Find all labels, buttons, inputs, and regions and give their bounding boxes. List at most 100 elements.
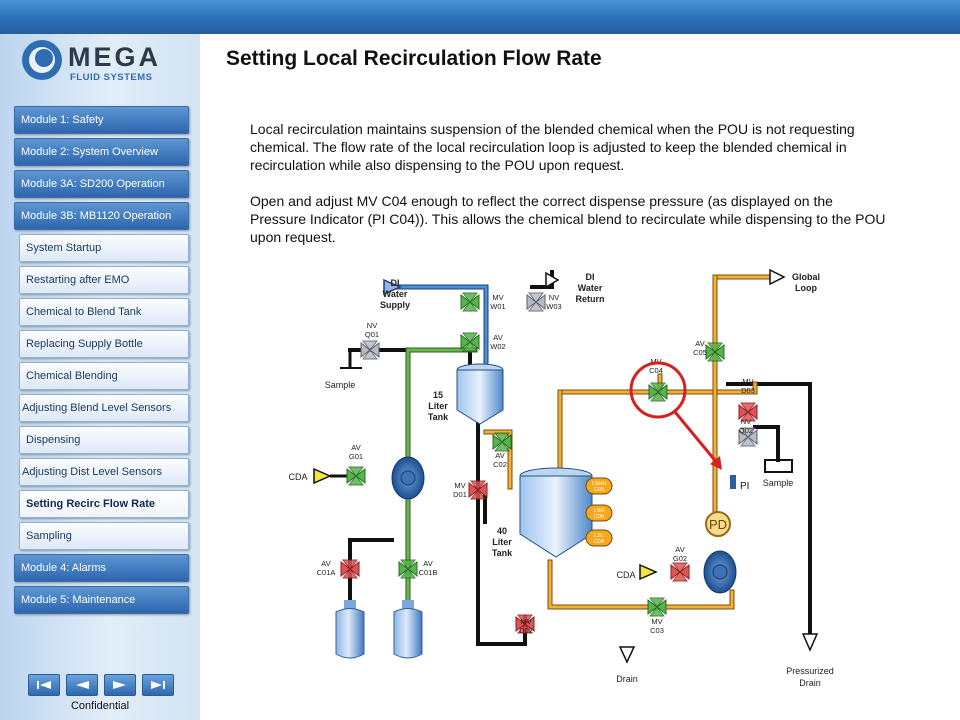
valve-label-nv-w03-1: NV — [549, 293, 559, 302]
paragraph-2: Open and adjust MV C04 enough to reflect… — [250, 193, 886, 245]
nav-module-3a[interactable]: Module 3A: SD200 Operation — [14, 170, 189, 198]
supply-bottle-right — [393, 600, 423, 659]
global-loop-label-2: Loop — [795, 283, 817, 293]
sample-label-right: Sample — [763, 478, 794, 488]
tank-40-liter — [519, 467, 593, 558]
valve-label-av-g02-1: AV — [675, 545, 684, 554]
pressurized-drain-label-2: Drain — [799, 678, 821, 688]
supply-bottle-left — [335, 600, 365, 659]
nav-chemical-to-blend-tank[interactable]: Chemical to Blend Tank — [19, 298, 189, 326]
valve-label-nv-w03-2: W03 — [546, 302, 561, 311]
valve-label-mv-d01-1: MV — [454, 481, 465, 490]
valve-label-mv-c03-1: MV — [651, 617, 662, 626]
sensor-lsh-c05: LSH C05 — [585, 504, 613, 522]
process-diagram: LSHH C05 LSH C05 LSL C04 PD PI MVW01NVW0… — [288, 268, 834, 688]
drain-label: Drain — [616, 674, 638, 684]
valve-label-nv-q02-1: NV — [741, 417, 751, 426]
valve-label-mv-d02-1: MV — [520, 617, 531, 626]
valve-label-mv-c04-2: C04 — [649, 366, 663, 375]
valve-label-av-g02-2: G02 — [673, 554, 687, 563]
valve-label-av-c02-2: C02 — [493, 460, 507, 469]
valve-label-av-c01b-2: C01B — [419, 568, 438, 577]
next-page-button[interactable] — [104, 674, 136, 696]
pump-left — [391, 456, 425, 500]
valve-label-mv-d03-1: MV — [742, 377, 753, 386]
last-page-button[interactable] — [142, 674, 174, 696]
sensor-lshh-c05: LSHH C05 — [585, 477, 613, 495]
valve-label-av-w02-1: AV — [493, 333, 502, 342]
valve-label-mv-d02-2: D02 — [519, 626, 533, 635]
top-bar — [0, 0, 960, 34]
valve-label-nv-q02-2: Q02 — [739, 426, 753, 435]
di-water-return-label-3: Return — [576, 294, 605, 304]
skip-back-icon — [37, 681, 51, 689]
valve-label-av-c01a-2: C01A — [317, 568, 336, 577]
pump-right — [703, 550, 737, 594]
paragraph-1: Local recirculation maintains suspension… — [250, 121, 855, 173]
global-loop-arrow — [769, 268, 786, 286]
svg-text:PI: PI — [740, 481, 749, 492]
tank-40-label-3: Tank — [492, 548, 513, 558]
valve-label-av-c01a-1: AV — [321, 559, 330, 568]
svg-text:LSL: LSL — [594, 533, 604, 539]
tank-15-liter — [456, 363, 504, 425]
nav-module-3b[interactable]: Module 3B: MB1120 Operation — [14, 202, 189, 230]
tank-40-label-2: Liter — [492, 537, 512, 547]
valve-label-av-g01-2: G01 — [349, 452, 363, 461]
di-water-supply-label-1: DI — [391, 278, 400, 288]
prev-page-button[interactable] — [66, 674, 98, 696]
nav-module-5[interactable]: Module 5: Maintenance — [14, 586, 189, 614]
tank-40-label-1: 40 — [497, 526, 507, 536]
skip-forward-icon — [151, 681, 165, 689]
cda-label-right: CDA — [616, 570, 635, 580]
valve-label-mv-w01-2: W01 — [490, 302, 505, 311]
nav-chemical-blending[interactable]: Chemical Blending — [19, 362, 189, 390]
di-supply-arrow — [383, 278, 402, 296]
arrow-right-icon — [113, 681, 126, 689]
mv-c04-highlight-circle — [629, 361, 687, 419]
nav-adjusting-dist-level-sensors[interactable]: Adjusting Dist Level Sensors — [19, 458, 189, 486]
pressure-indicator-pi-c04: PI — [730, 475, 749, 492]
drain-arrow — [618, 646, 636, 664]
nav-module-1[interactable]: Module 1: Safety — [14, 106, 189, 134]
di-return-arrow — [545, 271, 560, 289]
nav-setting-recirc-flow-rate[interactable]: Setting Recirc Flow Rate — [19, 490, 189, 518]
pressurized-drain-arrow — [801, 633, 819, 652]
pager — [28, 674, 174, 696]
valve-label-mv-c03-2: C03 — [650, 626, 664, 635]
confidential-label: Confidential — [70, 700, 130, 712]
nav-adjusting-blend-level-sensors[interactable]: Adjusting Blend Level Sensors — [19, 394, 189, 422]
nav-module-2[interactable]: Module 2: System Overview — [14, 138, 189, 166]
nav-restarting-after-emo[interactable]: Restarting after EMO — [19, 266, 189, 294]
tank-15-label-2: Liter — [428, 401, 448, 411]
nav-module-4[interactable]: Module 4: Alarms — [14, 554, 189, 582]
nav-replacing-supply-bottle[interactable]: Replacing Supply Bottle — [19, 330, 189, 358]
valve-label-nv-q01-1: NV — [367, 321, 377, 330]
brand-subtitle: FLUID SYSTEMS — [70, 72, 153, 83]
nav-system-startup[interactable]: System Startup — [19, 234, 189, 262]
nav-sampling[interactable]: Sampling — [19, 522, 189, 550]
svg-text:LSH: LSH — [594, 508, 605, 514]
valve-label-av-c02-1: AV — [495, 451, 504, 460]
di-water-return-label-1: DI — [586, 272, 595, 282]
valve-label-av-w02-2: W02 — [490, 342, 505, 351]
svg-text:C05: C05 — [594, 514, 604, 520]
first-page-button[interactable] — [28, 674, 60, 696]
nav-dispensing[interactable]: Dispensing — [19, 426, 189, 454]
sensor-lsl-c04: LSL C04 — [585, 529, 613, 547]
mega-logo: MEGA FLUID SYSTEMS — [22, 40, 158, 83]
